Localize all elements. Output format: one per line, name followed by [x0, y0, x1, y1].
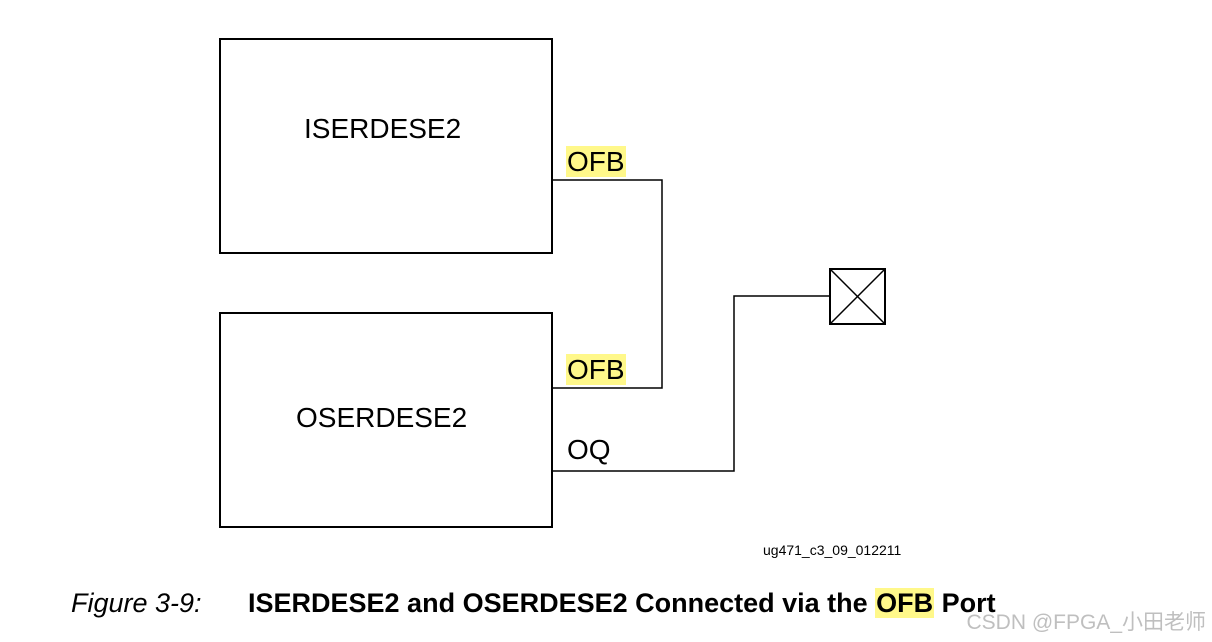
figure-title-end: Port — [934, 588, 996, 618]
figure-number: Figure 3-9: — [71, 588, 202, 618]
iserdes-ofb-text: OFB — [566, 146, 626, 177]
oserdes-label: OSERDESE2 — [296, 402, 468, 433]
figure-title-highlight: OFB — [875, 588, 935, 618]
ofb-wire — [552, 179, 663, 389]
oserdes-oq-port-label: OQ — [567, 434, 611, 465]
figure-reference-id: ug471_c3_09_012211 — [763, 542, 902, 558]
iserdes-block — [219, 38, 553, 254]
oserdes-block — [219, 312, 553, 528]
oq-wire — [552, 295, 830, 472]
oserdes-ofb-text: OFB — [566, 354, 626, 385]
figure-title: ISERDESE2 and OSERDESE2 Connected via th… — [248, 588, 996, 618]
figure-caption: Figure 3-9: ISERDESE2 and OSERDESE2 Conne… — [71, 588, 996, 619]
watermark: CSDN @FPGA_小田老师 — [966, 611, 1206, 634]
figure-title-start: ISERDESE2 and OSERDESE2 Connected via th… — [248, 588, 876, 618]
iserdes-ofb-port-label: OFB — [566, 146, 626, 178]
iserdes-label: ISERDESE2 — [304, 113, 462, 144]
pad-x-box-icon — [829, 268, 886, 325]
oserdes-ofb-port-label: OFB — [566, 354, 626, 386]
